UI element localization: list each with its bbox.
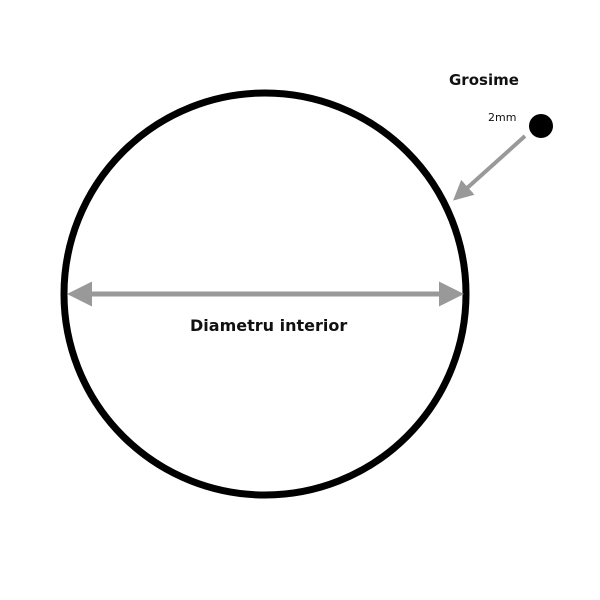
thickness-arrow [453, 134, 527, 201]
thickness-value: 2mm [488, 111, 517, 124]
ring-outline [60, 89, 470, 499]
thickness-title: Grosime [449, 71, 519, 89]
thickness-dot [529, 114, 553, 138]
diameter-label: Diametru interior [190, 316, 348, 335]
